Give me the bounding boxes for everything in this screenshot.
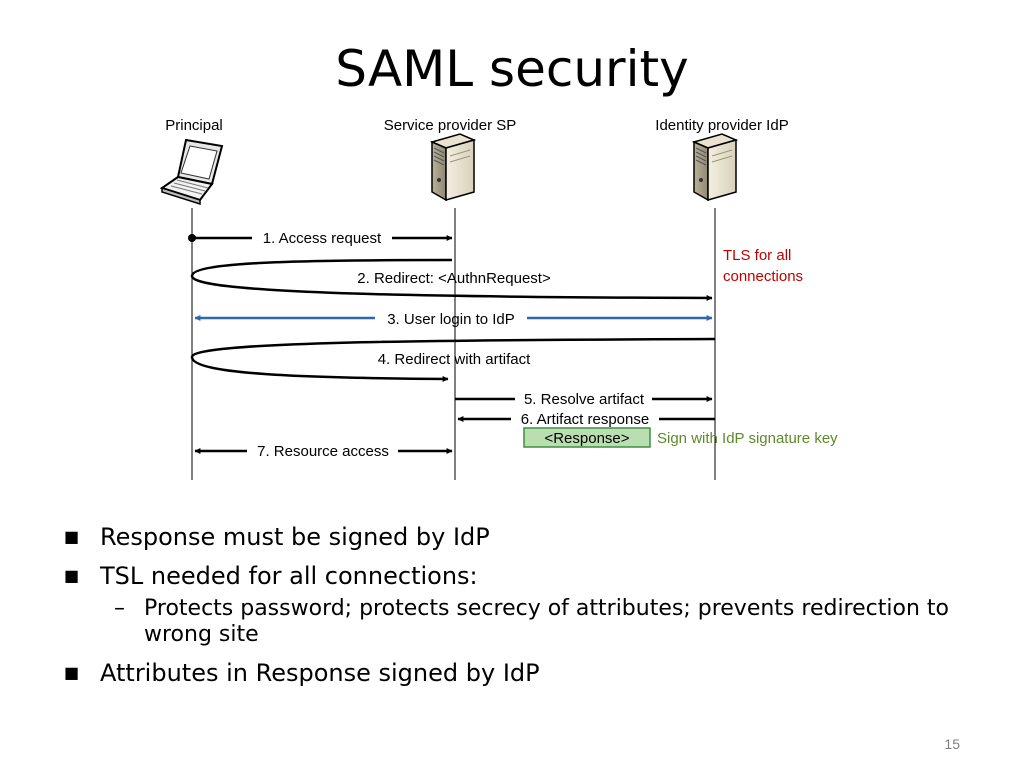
message-3-user-login: 3. User login to IdP [194, 311, 713, 328]
message-2-label: 2. Redirect: <AuthnRequest> [357, 270, 551, 287]
square-bullet-icon: ■ [64, 527, 80, 546]
saml-sequence-diagram: 1. Access request 2. Redirect: <AuthnReq… [159, 133, 838, 480]
server-icon-idp [691, 133, 739, 202]
bullet-text: Attributes in Response signed by IdP [100, 659, 540, 687]
message-7-label: 7. Resource access [257, 443, 389, 460]
message-4-redirect-artifact: 4. Redirect with artifact [190, 337, 716, 382]
response-box: <Response> [523, 427, 651, 448]
message-2-redirect-authnrequest: 2. Redirect: <AuthnRequest> [190, 258, 713, 301]
actor-label-principal: Principal [165, 117, 223, 134]
bullet-item: ■ TSL needed for all connections: [62, 561, 992, 591]
bullet-item: ■ Response must be signed by IdP [62, 522, 992, 552]
laptop-icon [159, 138, 224, 206]
message-1-label: 1. Access request [263, 230, 382, 247]
message-6-artifact-response: 6. Artifact response [457, 411, 715, 428]
page-number: 15 [944, 736, 960, 752]
sub-bullet-text: Protects password; protects secrecy of a… [144, 596, 949, 647]
bullet-item: ■ Attributes in Response signed by IdP [62, 658, 992, 688]
message-7-resource-access: 7. Resource access [194, 443, 453, 460]
signature-note: Sign with IdP signature key [657, 430, 838, 447]
bullet-text: Response must be signed by IdP [100, 523, 490, 551]
bullet-text: TSL needed for all connections: [100, 562, 478, 590]
tls-note-line2: connections [723, 268, 803, 285]
dash-bullet-icon: – [114, 596, 125, 621]
message-1-access-request: 1. Access request [188, 230, 453, 247]
actor-label-idp: Identity provider IdP [655, 117, 789, 134]
message-6-label: 6. Artifact response [521, 411, 649, 428]
response-box-label: <Response> [544, 430, 629, 447]
message-5-label: 5. Resolve artifact [524, 391, 645, 408]
message-5-resolve-artifact: 5. Resolve artifact [455, 391, 713, 408]
tls-note: TLS for all connections [723, 247, 803, 285]
square-bullet-icon: ■ [64, 566, 80, 585]
tls-note-line1: TLS for all [723, 247, 791, 264]
bullet-list: ■ Response must be signed by IdP ■ TSL n… [62, 522, 992, 697]
square-bullet-icon: ■ [64, 663, 80, 682]
message-4-label: 4. Redirect with artifact [378, 351, 531, 368]
slide-title: SAML security [335, 40, 689, 98]
message-3-label: 3. User login to IdP [387, 311, 515, 328]
actor-label-sp: Service provider SP [383, 117, 517, 134]
server-icon-sp [429, 133, 477, 202]
sub-bullet-item: – Protects password; protects secrecy of… [62, 596, 992, 648]
